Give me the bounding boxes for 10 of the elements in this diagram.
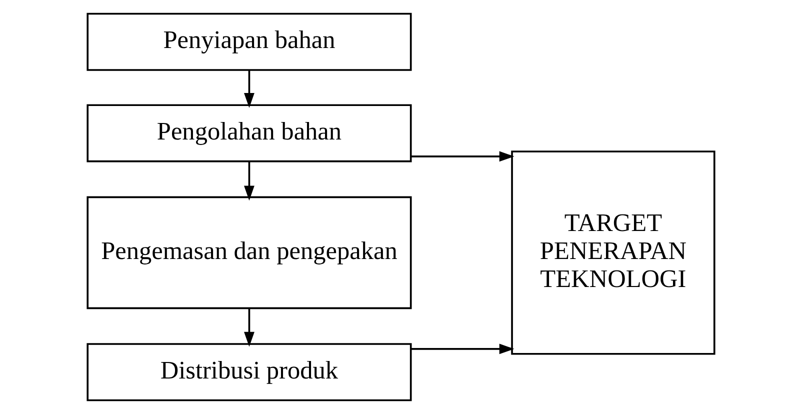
arrow <box>410 151 514 162</box>
node-box: Penyiapan bahan <box>86 12 412 71</box>
arrow <box>410 344 514 354</box>
node-box: Pengolahan bahan <box>86 104 412 162</box>
arrow <box>244 70 254 108</box>
arrow <box>244 307 254 347</box>
node-box: TARGET PENERAPAN TEKNOLOGI <box>510 150 715 355</box>
arrow <box>244 161 254 201</box>
node-box: Pengemasan dan pengepakan <box>86 196 412 310</box>
node-box: Distribusi produk <box>86 343 412 402</box>
